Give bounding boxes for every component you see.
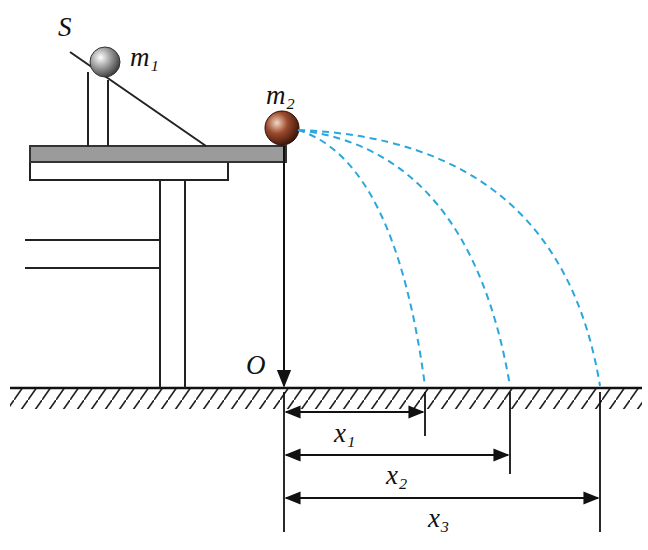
dimension-lines [284, 392, 600, 532]
distance-label: x₁ [334, 420, 355, 447]
trajectory-curves [298, 130, 600, 386]
point-label: S [58, 14, 72, 41]
table-frame [25, 162, 228, 388]
ball-m1 [90, 47, 120, 77]
mass-label: m₁ [130, 44, 159, 71]
ground-hatching [10, 389, 642, 409]
mass-label: m₂ [266, 82, 295, 109]
ground-line [10, 387, 642, 390]
table-top [30, 146, 286, 162]
plumb-line [283, 146, 285, 386]
origin-label: O [246, 352, 266, 379]
distance-label: x₃ [428, 505, 449, 532]
distance-label: x₂ [386, 462, 407, 489]
ball-m2 [265, 111, 299, 145]
